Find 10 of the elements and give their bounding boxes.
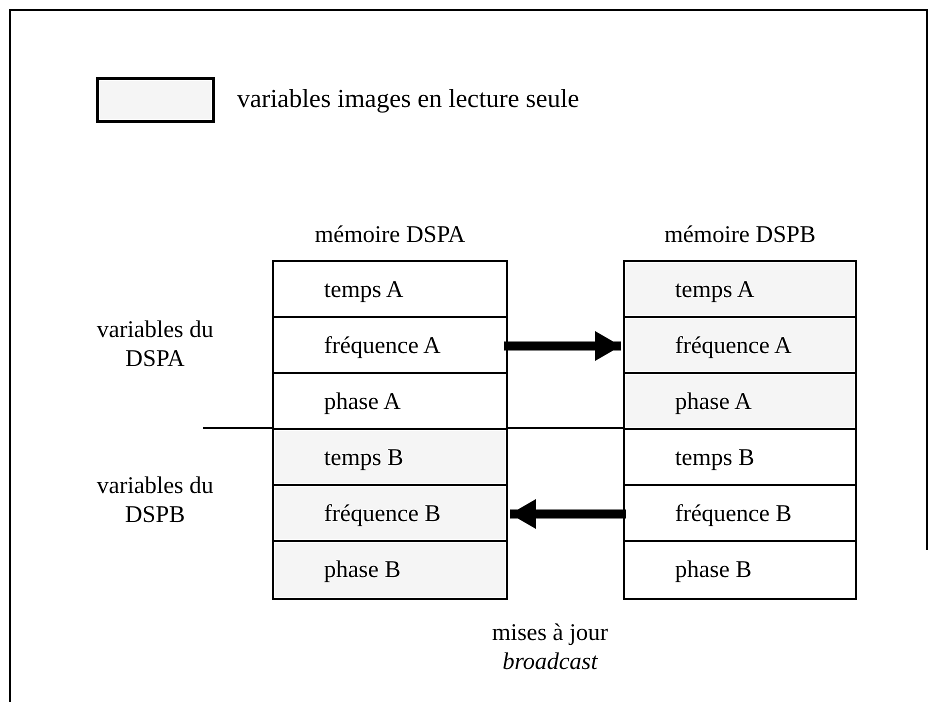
caption: mises à jour broadcast [491,619,609,677]
column-heading: mémoire DSPA [314,222,466,249]
column-heading: mémoire DSPB [663,222,817,249]
arrow [504,331,621,361]
arrow [510,499,626,529]
variable-group-label: variables du DSPA [96,316,214,374]
memory-cell: phase B [272,540,508,600]
legend-text: variables images en lecture seule [237,84,580,114]
variable-group-label: variables du DSPB [96,472,214,530]
memory-cell: phase B [623,540,857,600]
